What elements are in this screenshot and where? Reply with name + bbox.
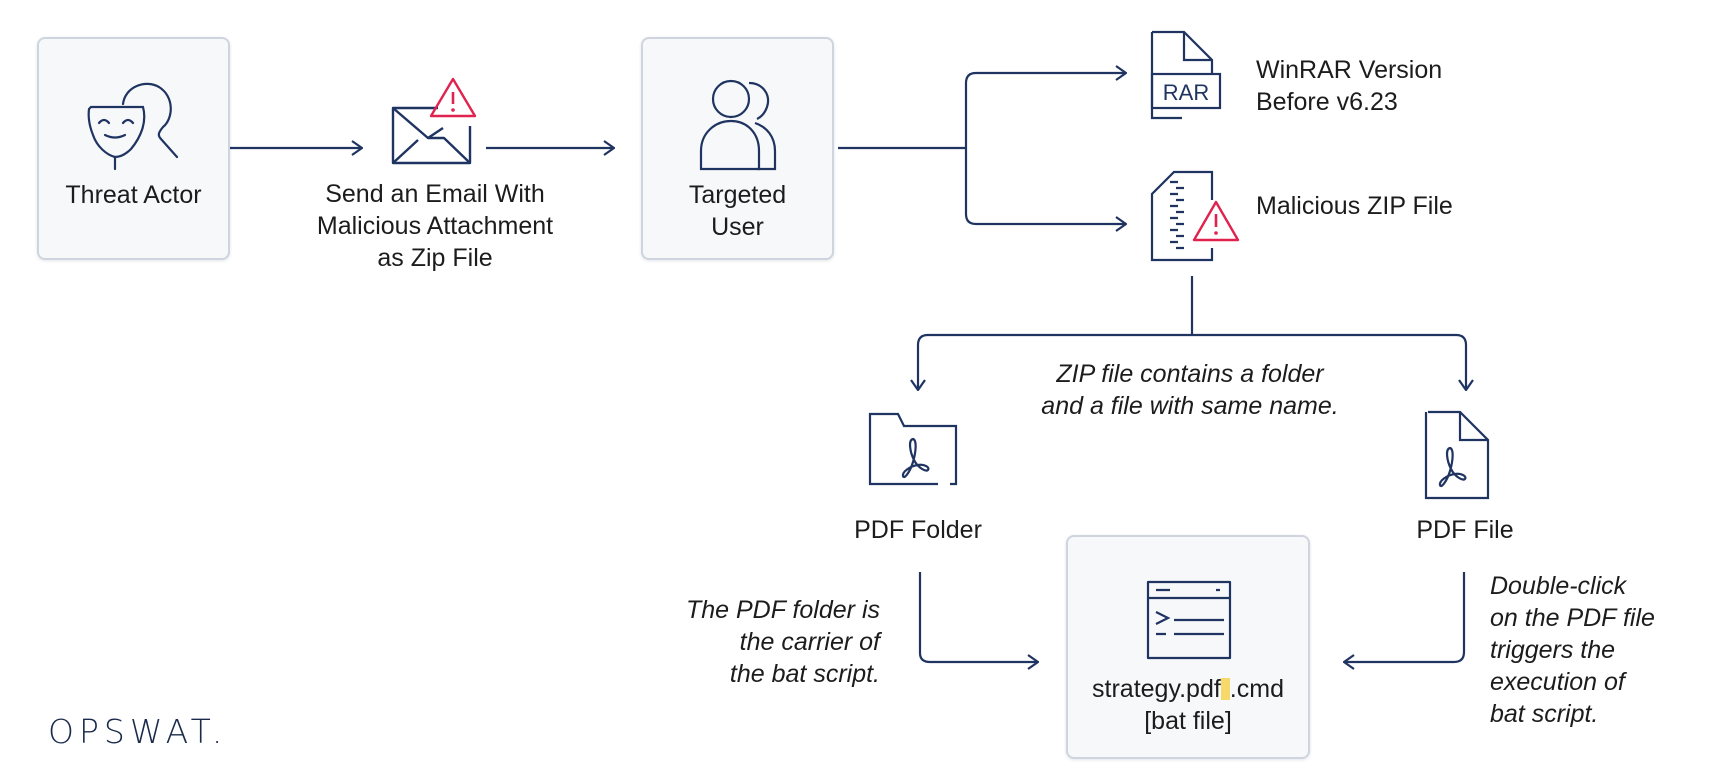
pdf-folder-label: PDF Folder (854, 516, 982, 544)
pdf-file-icon (1424, 410, 1490, 500)
zip-note-line-2: and a file with same name. (1041, 392, 1339, 420)
bat-file-name: strategy.pdf .cmd (1068, 673, 1308, 705)
arrow-to-pdf-file (1192, 333, 1466, 390)
threat-actor-mask-icon (87, 82, 179, 171)
rar-file-icon: RAR (1150, 30, 1222, 120)
email-step-label: Send an Email With Malicious Attachment … (290, 178, 580, 274)
zip-note-line-1: ZIP file contains a folder (1056, 360, 1324, 388)
targeted-user-label: Targeted User (643, 179, 832, 243)
targeted-user-node[interactable]: Targeted User (641, 37, 834, 260)
zip-contents-note: ZIP file contains a folder and a file wi… (980, 358, 1400, 422)
email-warning-icon (391, 77, 477, 165)
threat-actor-label: Threat Actor (65, 181, 202, 209)
arrow-to-winrar (964, 73, 1126, 148)
terminal-window-icon (1146, 580, 1232, 660)
carrier-note-line-1: The PDF folder is (685, 596, 880, 624)
dblclick-note-line-2: on the PDF file (1490, 604, 1655, 632)
hidden-space-highlight (1220, 678, 1230, 700)
bat-file-subtitle: [bat file] (1144, 707, 1232, 735)
opswat-logo: OPSWAT. (48, 712, 228, 751)
arrow-to-pdf-folder (918, 333, 1192, 390)
rar-icon-text: RAR (1163, 80, 1209, 105)
zip-file-warning-icon (1150, 170, 1240, 262)
winrar-label: WinRAR Version Before v6.23 (1256, 54, 1516, 118)
arrow-folder-to-bat (918, 572, 1038, 662)
bat-file-node[interactable]: strategy.pdf .cmd [bat file] (1066, 535, 1310, 759)
dblclick-note-line-3: triggers the (1490, 636, 1616, 664)
email-label-line-2: Malicious Attachment (316, 212, 554, 240)
folder-carrier-note: The PDF folder is the carrier of the bat… (620, 594, 880, 690)
email-label-line-3: as Zip File (377, 244, 493, 272)
zip-label: Malicious ZIP File (1256, 192, 1453, 220)
arrow-to-zip (964, 148, 1126, 224)
carrier-note-line-3: the bat script. (729, 660, 880, 688)
arrow-file-to-bat (1344, 572, 1466, 662)
targeted-user-line-1: Targeted (688, 181, 787, 209)
dblclick-note-line-4: execution of (1490, 668, 1625, 696)
pdf-folder-icon (868, 412, 958, 486)
users-icon (699, 79, 777, 171)
dblclick-note-line-5: bat script. (1490, 700, 1599, 728)
threat-actor-node[interactable]: Threat Actor (37, 37, 230, 260)
bat-name-prefix: strategy.pdf (1092, 675, 1221, 703)
winrar-label-line-1: WinRAR Version (1256, 56, 1443, 84)
bat-name-suffix: .cmd (1229, 675, 1284, 703)
dblclick-note-line-1: Double-click (1490, 572, 1627, 600)
winrar-label-line-2: Before v6.23 (1256, 88, 1398, 116)
double-click-note: Double-click on the PDF file triggers th… (1490, 570, 1710, 730)
email-label-line-1: Send an Email With (325, 180, 545, 208)
carrier-note-line-2: the carrier of (739, 628, 880, 656)
targeted-user-line-2: User (711, 213, 764, 241)
pdf-file-label: PDF File (1416, 516, 1514, 544)
